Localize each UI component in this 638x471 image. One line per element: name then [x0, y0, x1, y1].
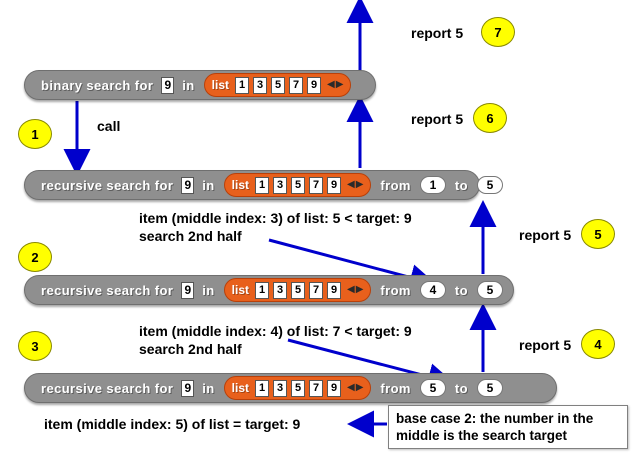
left-arrow-icon[interactable]: ◀: [327, 79, 336, 90]
block-label-in: in: [202, 177, 215, 193]
list-scroll-arrows[interactable]: ◀ ▶: [347, 285, 364, 295]
note-middle-index-3-line1: item (middle index: 3) of list: 5 < targ…: [139, 210, 412, 226]
block-label-to: to: [454, 282, 468, 298]
block-label-to: to: [454, 380, 468, 396]
list-reporter[interactable]: list 1 3 5 7 9 ◀ ▶: [223, 173, 372, 197]
list-item: 3: [273, 379, 287, 397]
note-middle-index-3-line2: search 2nd half: [139, 228, 242, 244]
list-item: 5: [291, 176, 305, 194]
block-label-recursive-search: recursive search for: [41, 380, 174, 396]
note-middle-index-4-line2: search 2nd half: [139, 341, 242, 357]
from-input[interactable]: 5: [419, 379, 446, 397]
list-item: 5: [291, 379, 305, 397]
to-input[interactable]: 5: [476, 176, 503, 194]
to-input[interactable]: 5: [476, 379, 503, 397]
list-item: 7: [289, 76, 303, 94]
from-input[interactable]: 1: [419, 176, 446, 194]
block-label-in: in: [182, 77, 195, 93]
left-arrow-icon[interactable]: ◀: [347, 179, 356, 190]
list-reporter[interactable]: list 1 3 5 7 9 ◀ ▶: [223, 278, 372, 302]
list-item: 3: [273, 176, 287, 194]
left-arrow-icon[interactable]: ◀: [347, 284, 356, 295]
note-middle-index-4-line1: item (middle index: 4) of list: 7 < targ…: [139, 323, 412, 339]
list-item: 7: [309, 176, 323, 194]
list-reporter[interactable]: list 1 3 5 7 9 ◀ ▶: [223, 376, 372, 400]
step-circle-7: 7: [481, 17, 515, 47]
label-report-6: report 5: [411, 111, 464, 127]
label-report-5: report 5: [519, 227, 572, 243]
list-label: list: [231, 381, 249, 395]
list-reporter[interactable]: list 1 3 5 7 9 ◀ ▶: [203, 73, 352, 97]
block-label-in: in: [202, 380, 215, 396]
base-case-callout: base case 2: the number in the middle is…: [388, 405, 628, 449]
left-arrow-icon[interactable]: ◀: [347, 382, 356, 393]
target-input[interactable]: 9: [161, 76, 175, 94]
block-label-from: from: [380, 177, 411, 193]
list-item: 1: [255, 281, 269, 299]
target-input[interactable]: 9: [181, 379, 195, 397]
block-label-binary-search: binary search for: [41, 77, 154, 93]
list-item: 9: [307, 76, 321, 94]
list-label: list: [231, 283, 249, 297]
from-input[interactable]: 4: [419, 281, 446, 299]
step-circle-2: 2: [18, 242, 52, 272]
block-label-to: to: [454, 177, 468, 193]
list-item: 1: [255, 379, 269, 397]
list-scroll-arrows[interactable]: ◀ ▶: [347, 180, 364, 190]
note-middle-index-5: item (middle index: 5) of list = target:…: [44, 416, 301, 432]
label-call: call: [97, 118, 121, 134]
list-label: list: [211, 78, 229, 92]
list-item: 3: [273, 281, 287, 299]
block-label-in: in: [202, 282, 215, 298]
right-arrow-icon[interactable]: ▶: [355, 179, 365, 190]
list-item: 7: [309, 379, 323, 397]
block-binary-search[interactable]: binary search for 9 in list 1 3 5 7 9 ◀ …: [24, 70, 376, 100]
step-circle-4: 4: [581, 329, 615, 359]
step-circle-5: 5: [581, 219, 615, 249]
target-input[interactable]: 9: [181, 281, 195, 299]
list-scroll-arrows[interactable]: ◀ ▶: [327, 80, 344, 90]
list-label: list: [231, 178, 249, 192]
callout-line-1: base case 2: the number in the: [396, 411, 594, 426]
list-item: 5: [291, 281, 305, 299]
step-circle-6: 6: [473, 103, 507, 133]
list-item: 5: [271, 76, 285, 94]
block-label-recursive-search: recursive search for: [41, 177, 174, 193]
list-scroll-arrows[interactable]: ◀ ▶: [347, 383, 364, 393]
block-label-recursive-search: recursive search for: [41, 282, 174, 298]
block-label-from: from: [380, 282, 411, 298]
label-report-4: report 5: [519, 337, 572, 353]
block-recursive-search-3[interactable]: recursive search for 9 in list 1 3 5 7 9…: [24, 373, 557, 403]
list-item: 3: [253, 76, 267, 94]
step-circle-1: 1: [18, 119, 52, 149]
list-item: 7: [309, 281, 323, 299]
block-recursive-search-2[interactable]: recursive search for 9 in list 1 3 5 7 9…: [24, 275, 514, 305]
list-item: 1: [255, 176, 269, 194]
step-circle-3: 3: [18, 331, 52, 361]
list-item: 9: [327, 379, 341, 397]
list-item: 1: [235, 76, 249, 94]
to-input[interactable]: 5: [476, 281, 503, 299]
block-recursive-search-1[interactable]: recursive search for 9 in list 1 3 5 7 9…: [24, 170, 503, 200]
target-input[interactable]: 9: [181, 176, 195, 194]
list-item: 9: [327, 176, 341, 194]
right-arrow-icon[interactable]: ▶: [355, 284, 365, 295]
right-arrow-icon[interactable]: ▶: [335, 79, 345, 90]
block-label-from: from: [380, 380, 411, 396]
callout-line-2: middle is the search target: [396, 428, 568, 443]
label-report-7: report 5: [411, 25, 464, 41]
right-arrow-icon[interactable]: ▶: [355, 382, 365, 393]
list-item: 9: [327, 281, 341, 299]
